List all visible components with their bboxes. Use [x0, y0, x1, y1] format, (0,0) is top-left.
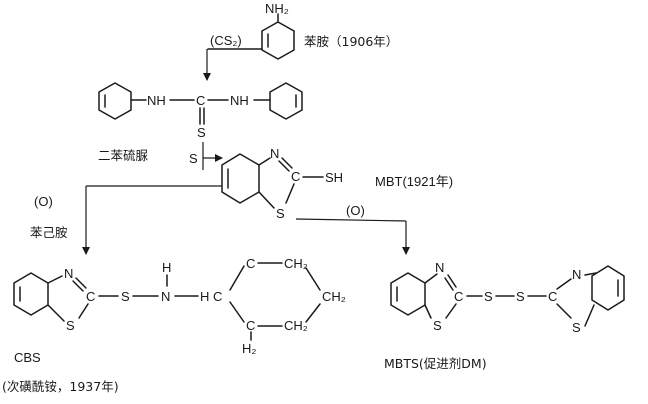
cbs-ch2-bottom-h-label: CH₂	[284, 318, 308, 333]
aniline-amine-label: NH₂	[265, 1, 289, 16]
mbts-molecule: N C S S S C N S	[390, 260, 625, 335]
mbts-name-label: MBTS(促进剂DM)	[384, 356, 487, 371]
mbts-n-left-label: N	[435, 260, 444, 275]
mbt-nc-double-bond-a	[281, 157, 293, 169]
thiourea-left-phenyl-ring	[98, 82, 132, 120]
sulfur-reagent-label: S	[189, 151, 198, 166]
cbs-name-label: CBS	[14, 350, 41, 365]
oxidation-left-label: (O)	[34, 194, 53, 209]
mbts-s1-label: S	[484, 289, 493, 304]
mbts-right-c-n-bond	[556, 278, 572, 290]
mbt-nc-double-bond-b	[278, 160, 290, 172]
mbts-left-c-s-ring-bond	[445, 303, 457, 319]
mbt-sh-label: SH	[325, 170, 343, 185]
cbs-cyclohex-bond-6	[229, 301, 245, 323]
cbs-molecule: N C S S H N H C C CH₂ CH₂ CH₂ C H₂	[13, 256, 346, 356]
mbts-left-nc-double-bond-b	[444, 277, 454, 291]
oxidation-right-label: (O)	[346, 203, 365, 218]
cbs-c-label: C	[86, 289, 95, 304]
cbs-n-label: N	[64, 266, 73, 281]
mbt-c-label: C	[291, 169, 300, 184]
mbts-right-c-s-ring-bond	[556, 303, 572, 319]
mbts-right-s-ring-bond	[584, 304, 595, 327]
cbs-h-label: H	[162, 260, 171, 275]
thiourea-name-label: 二苯硫脲	[98, 148, 149, 163]
cbs-ch2-top-h-label: CH₂	[284, 256, 308, 271]
cbs-ring-n-bond	[47, 275, 63, 284]
cbs-cyclohex-bond-3	[305, 267, 321, 291]
cbs-c-s-ring-bond	[78, 303, 89, 319]
cbs-nh-label: N	[161, 289, 170, 304]
mbts-right-n-ring-bond	[584, 272, 597, 276]
mbt-ring-n-bond	[258, 157, 271, 166]
thiourea-nh-right-label: NH	[230, 93, 249, 108]
mbt-s-label: S	[276, 206, 285, 221]
mbts-s2-label: S	[516, 289, 525, 304]
aniline-name-label: 苯胺（1906年）	[304, 34, 398, 49]
cbs-s-label: S	[121, 289, 130, 304]
mbts-c-right-label: C	[548, 289, 557, 304]
cbs-ch2-right-label: CH₂	[322, 289, 346, 304]
cbs-ch2-bottom-c-label: C	[246, 318, 255, 333]
cs2-reagent-label: (CS₂)	[210, 33, 242, 48]
mbts-left-ring-n-bond	[424, 273, 438, 284]
mbts-right-benzene-ring	[591, 265, 625, 311]
cbs-description-label: (次磺酰铵，1937年)	[2, 379, 119, 394]
cbs-nc-double-bond-b	[72, 280, 84, 292]
mbt-n-label: N	[270, 146, 279, 161]
mbts-left-nc-double-bond-a	[447, 274, 457, 288]
mbts-s-left-ring-label: S	[433, 318, 442, 333]
thiourea-c-label: C	[196, 93, 205, 108]
diphenylthiourea-molecule: NH C NH S	[98, 82, 303, 140]
aniline-benzene-ring	[261, 21, 295, 60]
aniline-molecule: NH₂	[261, 1, 295, 60]
cbs-cyclohex-bond-1	[229, 265, 245, 291]
mbt-ring-s-bond	[258, 191, 275, 209]
cbs-s-ring-label: S	[66, 318, 75, 333]
cyclohexylamine-label: 苯己胺	[30, 225, 68, 240]
thiourea-right-phenyl-ring	[269, 82, 303, 120]
cbs-ch2-top-c-label: C	[246, 256, 255, 271]
cbs-cyclohex-bond-4	[305, 303, 321, 323]
branch-line-to-mbts	[295, 218, 407, 222]
cbs-benzene-ring	[13, 272, 49, 316]
mbt-name-label: MBT(1921年)	[375, 174, 453, 189]
mbt-c-s-bond	[285, 183, 295, 204]
mbt-molecule: N C SH S	[221, 146, 343, 221]
thiourea-s-label: S	[197, 125, 206, 140]
cbs-ring-s-bond	[47, 304, 65, 322]
mbts-left-benzene-ring	[390, 272, 426, 316]
mbts-s-right-ring-label: S	[572, 320, 581, 335]
thiourea-nh-left-label: NH	[147, 93, 166, 108]
cbs-h2-label: H₂	[242, 341, 256, 356]
mbts-left-ring-s-bond	[424, 304, 432, 319]
cbs-hc-label: H C	[200, 289, 222, 304]
mbts-n-right-label: N	[572, 267, 581, 282]
cbs-nc-double-bond-a	[75, 277, 87, 289]
mbts-c-left-label: C	[454, 289, 463, 304]
